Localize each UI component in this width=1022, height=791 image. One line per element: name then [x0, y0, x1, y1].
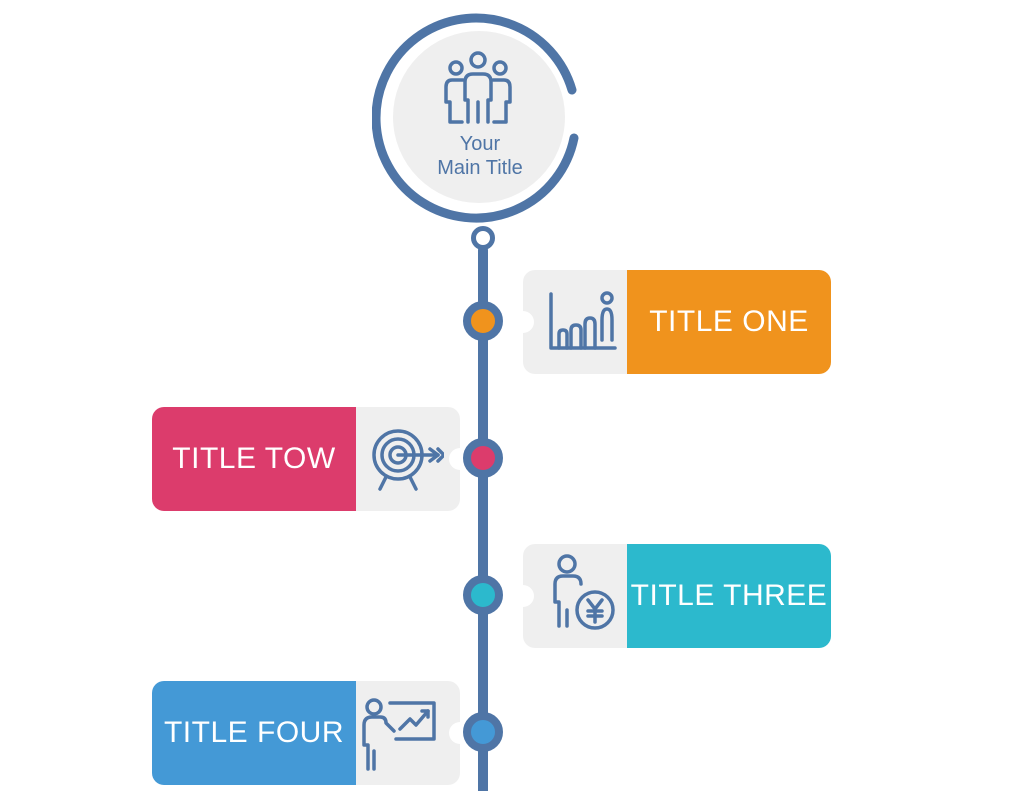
main-title-line2: Main Title	[437, 157, 523, 179]
timeline-start-cap	[471, 226, 495, 250]
card-one-label: TITLE ONE	[627, 270, 831, 374]
card-four-label: TITLE FOUR	[152, 681, 356, 785]
card-title-two: TITLE TOW	[152, 407, 460, 511]
card-one-notch	[523, 311, 534, 333]
card-four-icon-panel	[356, 681, 460, 785]
card-one-icon-panel	[523, 270, 627, 374]
card-title-three: TITLE THREE	[523, 544, 831, 648]
main-title: Your Main Title	[413, 132, 547, 180]
timeline-node-one	[463, 301, 503, 341]
presentation-board-icon	[362, 698, 436, 771]
header-ring	[372, 13, 579, 223]
card-title-one: TITLE ONE	[523, 270, 831, 374]
person-yen-coin-icon	[553, 554, 615, 630]
timeline-line	[478, 246, 488, 791]
card-three-label: TITLE THREE	[627, 544, 831, 648]
card-three-notch	[523, 585, 534, 607]
card-three-icon-panel	[523, 544, 627, 648]
card-four-notch	[449, 722, 460, 744]
card-title-four: TITLE FOUR	[152, 681, 460, 785]
card-two-icon-panel	[356, 407, 460, 511]
timeline-node-two	[463, 438, 503, 478]
card-two-label: TITLE TOW	[152, 407, 356, 511]
card-two-notch	[449, 448, 460, 470]
timeline-node-four	[463, 712, 503, 752]
main-title-line1: Your	[459, 133, 501, 155]
bar-chart-person-icon	[549, 291, 617, 350]
people-group-icon	[444, 51, 512, 124]
target-arrow-icon	[372, 429, 444, 491]
timeline-node-three	[463, 575, 503, 615]
